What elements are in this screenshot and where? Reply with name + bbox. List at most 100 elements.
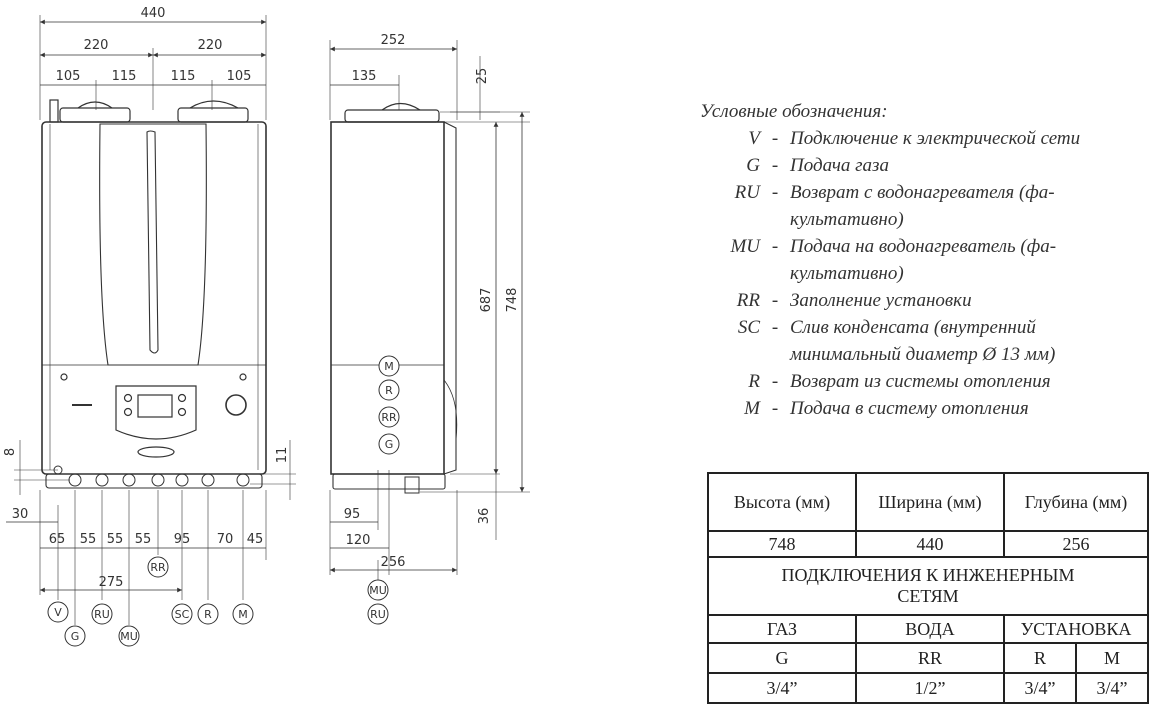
marker-circle (367, 603, 389, 625)
legend-item: V-Подключение к электрической сети (700, 125, 1160, 152)
dim-115-left: 115 (112, 69, 137, 84)
marker-label: M (238, 608, 248, 621)
connection-marker: SC (171, 603, 193, 625)
table-code-m: M (1075, 642, 1149, 674)
marker-label: MU (369, 584, 387, 597)
table-value-height: 748 (707, 530, 857, 558)
connection-marker: R (197, 603, 219, 625)
dim-11: 11 (275, 447, 290, 464)
legend-item: R-Возврат из системы отопления (700, 368, 1160, 395)
legend-text: культативно) (790, 263, 904, 284)
dim-65: 65 (49, 532, 66, 547)
marker-circle (378, 406, 400, 428)
legend-separator: - (771, 371, 779, 392)
dim-687: 687 (479, 288, 494, 313)
dim-70: 70 (217, 532, 234, 547)
legend-item: M-Подача в систему отопления (700, 395, 1160, 422)
dim-105-left: 105 (56, 69, 81, 84)
legend-separator (760, 260, 790, 287)
legend-text: Возврат из системы отопления (790, 371, 1051, 392)
connection-marker: MU (118, 625, 140, 647)
dim-55-b: 55 (107, 532, 124, 547)
dim-depth-252: 252 (381, 33, 406, 48)
front-bottom-dimensions: 30 65 55 55 55 95 70 45 275 (12, 507, 264, 590)
legend-item: RU-Возврат с водонагревателя (фа- (700, 179, 1160, 206)
legend-code: RR (736, 290, 760, 311)
connection-marker: RR (378, 406, 400, 428)
marker-label: R (385, 384, 393, 397)
front-top-dimensions: 440 220 220 105 115 115 105 (56, 6, 252, 84)
dim-95: 95 (174, 532, 191, 547)
legend-code: V (748, 128, 760, 149)
table-header-height: Высота (мм) (707, 472, 857, 532)
legend-separator: - (771, 317, 779, 338)
legend-separator: - (771, 290, 779, 311)
connection-marker: V (47, 601, 69, 623)
marker-circle (378, 433, 400, 455)
side-dimensions: 252 135 25 687 748 36 95 120 256 (344, 33, 520, 570)
connection-marker: R (378, 379, 400, 401)
dim-8: 8 (3, 448, 18, 456)
legend-item: культативно) (700, 206, 1160, 233)
spec-table: Высота (мм) Ширина (мм) Глубина (мм) 748… (707, 472, 1149, 704)
table-group-water: ВОДА (855, 614, 1005, 644)
legend-code: MU (730, 236, 760, 257)
connection-marker: MU (367, 579, 389, 601)
dim-55-c: 55 (135, 532, 152, 547)
marker-circle (367, 579, 389, 601)
legend-item: культативно) (700, 260, 1160, 287)
marker-label: RU (370, 608, 386, 621)
legend-text: Возврат с водонагревателя (фа- (790, 182, 1055, 203)
dim-275: 275 (99, 575, 124, 590)
legend-text: Подача газа (790, 155, 889, 176)
marker-circle (47, 601, 69, 623)
marker-label: MU (120, 630, 138, 643)
legend-code: G (746, 155, 760, 176)
marker-circle (232, 603, 254, 625)
legend-item: G-Подача газа (700, 152, 1160, 179)
front-side-dimensions: 8 11 (3, 447, 290, 464)
table-size-m: 3/4” (1075, 672, 1149, 704)
legend-text: Слив конденсата (внутренний (790, 317, 1036, 338)
connection-marker: RR (147, 556, 169, 578)
table-header-depth: Глубина (мм) (1003, 472, 1149, 532)
legend-text: Подача в систему отопления (790, 398, 1029, 419)
dim-half-left: 220 (84, 38, 109, 53)
table-size-g: 3/4” (707, 672, 857, 704)
marker-circle (91, 603, 113, 625)
marker-label: RR (150, 561, 166, 574)
legend-separator: - (771, 236, 779, 257)
legend-item: SC-Слив конденсата (внутренний (700, 314, 1160, 341)
dim-748: 748 (505, 288, 520, 313)
dim-width-total: 440 (141, 6, 166, 21)
marker-label: V (54, 606, 62, 619)
marker-circle (147, 556, 169, 578)
connection-marker: M (232, 603, 254, 625)
legend-text: культативно) (790, 209, 904, 230)
marker-label: RR (381, 411, 397, 424)
table-code-r: R (1003, 642, 1077, 674)
marker-circle (171, 603, 193, 625)
marker-label: RU (94, 608, 110, 621)
dim-half-right: 220 (198, 38, 223, 53)
connection-marker: G (378, 433, 400, 455)
legend-separator: - (771, 398, 779, 419)
side-view (329, 40, 530, 580)
legend-text: Подключение к электрической сети (790, 128, 1081, 149)
marker-circle (64, 625, 86, 647)
table-group-install: УСТАНОВКА (1003, 614, 1149, 644)
dim-120: 120 (346, 533, 371, 548)
dim-25: 25 (475, 68, 490, 85)
legend-separator: - (771, 182, 779, 203)
legend-text: Заполнение установки (790, 290, 972, 311)
marker-circle (378, 355, 400, 377)
connection-marker: G (64, 625, 86, 647)
marker-label: R (204, 608, 212, 621)
dim-115-right: 115 (171, 69, 196, 84)
dim-30: 30 (12, 507, 29, 522)
connection-marker: M (378, 355, 400, 377)
front-connection-markers: VG RU MU RR SC R M (47, 556, 254, 647)
